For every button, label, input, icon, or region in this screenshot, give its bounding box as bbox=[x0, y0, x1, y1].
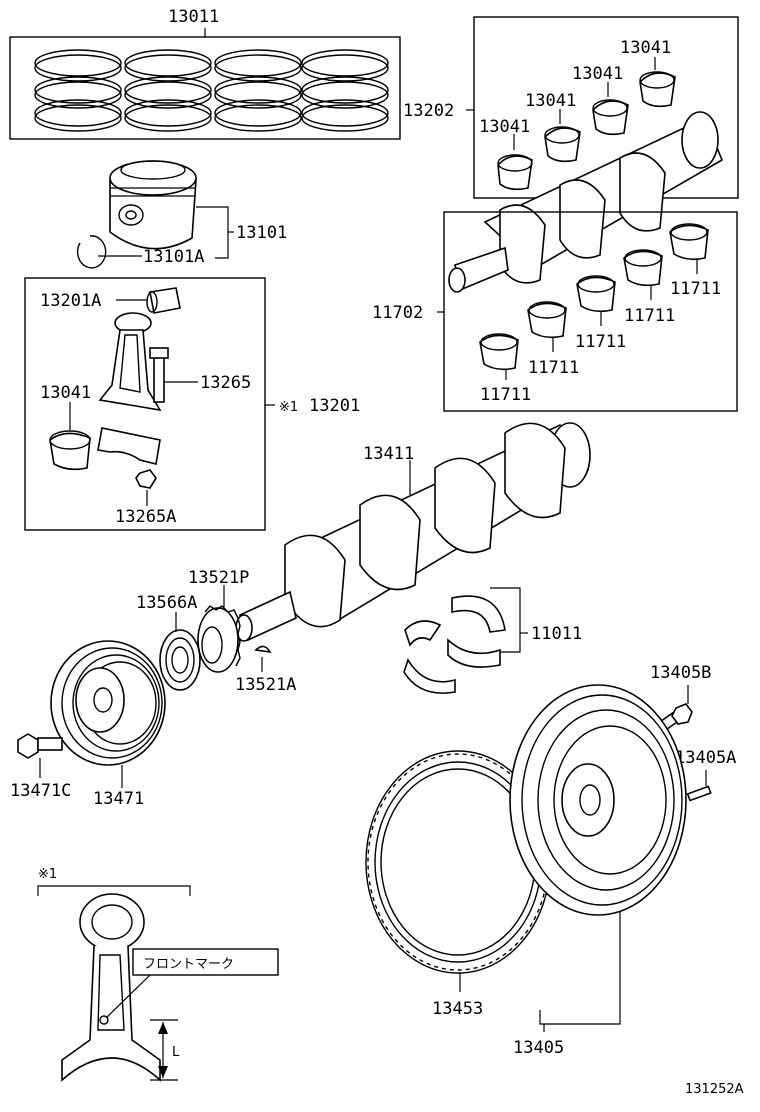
bearing-shell-3 bbox=[592, 99, 629, 136]
bearing-shell-4 bbox=[639, 71, 676, 108]
crank-key bbox=[254, 645, 272, 654]
dim-label-L: L bbox=[172, 1045, 180, 1060]
label-11711-c: 11711 bbox=[575, 332, 626, 352]
piston-ring-4 bbox=[301, 49, 389, 132]
conrod-bolt bbox=[149, 347, 169, 403]
piston-ring-3 bbox=[214, 49, 302, 132]
label-13405B: 13405B bbox=[650, 663, 711, 683]
piston-ring-1 bbox=[34, 49, 122, 132]
label-13101A: 13101A bbox=[143, 247, 204, 267]
bearing-shell-1 bbox=[497, 154, 533, 191]
conrod-group: ※1 13201 13201A 13265 13041 bbox=[24, 277, 360, 531]
piston-rings-group: 13011 bbox=[9, 7, 401, 140]
label-13411: 13411 bbox=[363, 444, 414, 464]
label-11711-b: 11711 bbox=[528, 358, 579, 378]
detail-conrod: ※1 フロントマーク L bbox=[37, 867, 279, 1082]
crankshaft-upper bbox=[448, 111, 724, 293]
detail-ref-mark: ※1 bbox=[38, 867, 57, 882]
detail-conrod-drawing bbox=[61, 893, 161, 1082]
bearing-lower-shell-3 bbox=[576, 275, 616, 313]
label-13521P: 13521P bbox=[188, 568, 249, 588]
label-11011: 11011 bbox=[531, 624, 582, 644]
bearing-lower-shell-1 bbox=[479, 333, 519, 371]
label-13566A: 13566A bbox=[136, 593, 197, 613]
label-11711-e: 11711 bbox=[670, 279, 721, 299]
piston bbox=[109, 160, 197, 250]
dowel-pin bbox=[686, 785, 712, 802]
conrod-nut bbox=[135, 469, 157, 489]
label-13453: 13453 bbox=[432, 999, 483, 1019]
crankshaft: 13411 bbox=[235, 422, 591, 642]
label-13101: 13101 bbox=[236, 223, 287, 243]
bearing-lower-shell-4 bbox=[623, 249, 663, 287]
diagram-id: 131252A bbox=[685, 1082, 744, 1097]
bearing-lower-group: 11702 11711 11711 11711 11711 11711 bbox=[372, 211, 738, 412]
conrod-cap bbox=[97, 427, 161, 465]
label-11711-d: 11711 bbox=[624, 306, 675, 326]
piston-ring-2 bbox=[124, 49, 212, 132]
front-mark-label: フロントマーク bbox=[143, 957, 234, 972]
flywheel bbox=[509, 684, 687, 916]
label-13201: 13201 bbox=[309, 396, 360, 416]
bearing-shell-2 bbox=[544, 126, 581, 163]
label-13201A: 13201A bbox=[40, 291, 101, 311]
label-11702: 11702 bbox=[372, 303, 423, 323]
label-13521A: 13521A bbox=[235, 675, 296, 695]
label-13265A: 13265A bbox=[115, 507, 176, 527]
label-13471: 13471 bbox=[93, 789, 144, 809]
conrod-box bbox=[24, 277, 266, 531]
bearing-lower-shell-2 bbox=[527, 301, 567, 339]
label-13265: 13265 bbox=[200, 373, 251, 393]
bearing-lower-shell-5 bbox=[669, 223, 709, 261]
label-13041-d: 13041 bbox=[620, 38, 671, 58]
crank-timing-gear bbox=[197, 605, 241, 673]
pulley-bolt bbox=[17, 733, 63, 759]
label-13041-a: 13041 bbox=[479, 117, 530, 137]
piston-pin-clip bbox=[76, 235, 107, 269]
label-13011: 13011 bbox=[168, 7, 219, 27]
label-13041-b: 13041 bbox=[525, 91, 576, 111]
piston-group: 13101 13101A bbox=[76, 160, 287, 269]
thrust-washers bbox=[403, 595, 506, 694]
label-13201-mark: ※1 bbox=[279, 400, 298, 415]
label-13471C: 13471C bbox=[10, 781, 71, 801]
label-13041-e: 13041 bbox=[40, 383, 91, 403]
crank-pulley bbox=[50, 640, 166, 766]
label-11711-a: 11711 bbox=[480, 385, 531, 405]
conrod bbox=[98, 312, 162, 412]
crank-sensor-plate bbox=[159, 629, 201, 691]
label-13405A: 13405A bbox=[675, 748, 736, 768]
conrod-bearing-shell bbox=[49, 430, 91, 471]
front-mark-box bbox=[132, 948, 279, 976]
label-13202: 13202 bbox=[403, 101, 454, 121]
conrod-bushing bbox=[146, 287, 181, 314]
label-13041-c: 13041 bbox=[572, 64, 623, 84]
label-13405: 13405 bbox=[513, 1038, 564, 1058]
